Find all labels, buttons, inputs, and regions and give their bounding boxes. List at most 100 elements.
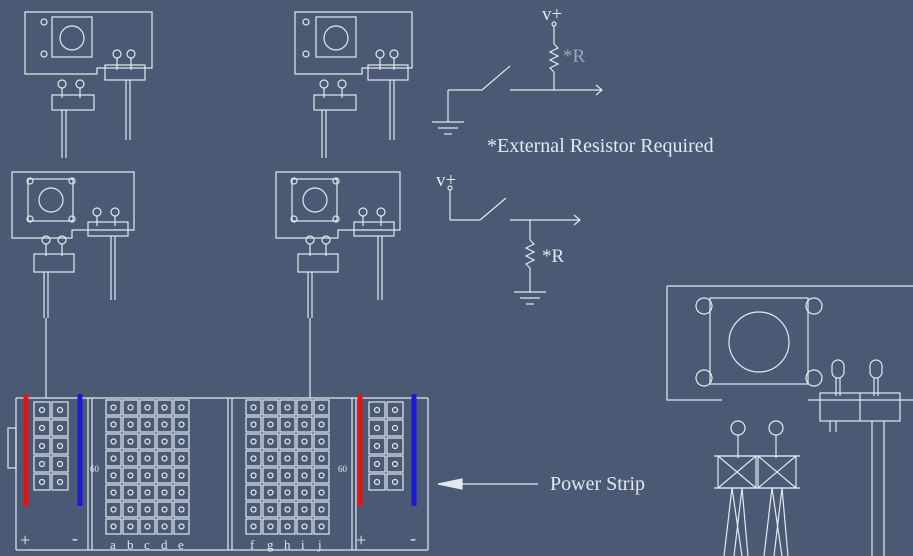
breadboard-hole	[173, 416, 190, 433]
breadboard-hole-contact	[110, 455, 117, 462]
breadboard-hole-contact	[284, 523, 291, 530]
breadboard-hole	[105, 484, 122, 501]
breadboard-hole-contact	[161, 472, 168, 479]
breadboard-hole	[296, 399, 313, 416]
breadboard-hole-contact	[318, 455, 325, 462]
breadboard-hole	[279, 416, 296, 433]
breadboard-hole-contact	[373, 460, 381, 468]
breadboard-hole-contact	[178, 489, 185, 496]
top-resistor-label: *R	[563, 46, 586, 67]
rail-minus-left: -	[72, 528, 78, 548]
breadboard-hole	[245, 433, 262, 450]
breadboard-hole-contact	[110, 523, 117, 530]
breadboard-hole	[173, 399, 190, 416]
breadboard-hole	[105, 399, 122, 416]
breadboard-hole-contact	[127, 404, 134, 411]
breadboard-hole-contact	[161, 438, 168, 445]
breadboard-hole	[122, 416, 139, 433]
terminal-strip-f-j	[245, 399, 330, 535]
breadboard-hole-contact	[161, 523, 168, 530]
breadboard-hole	[156, 433, 173, 450]
breadboard-hole	[139, 467, 156, 484]
breadboard-hole-contact	[56, 478, 64, 486]
breadboard-hole	[313, 416, 330, 433]
rail-plus-right: +	[356, 530, 366, 550]
breadboard-hole-contact	[301, 489, 308, 496]
breadboard-hole	[105, 518, 122, 535]
breadboard-hole	[245, 450, 262, 467]
breadboard-hole-contact	[373, 424, 381, 432]
breadboard-hole	[313, 467, 330, 484]
breadboard-hole	[122, 467, 139, 484]
breadboard-hole-contact	[301, 472, 308, 479]
breadboard-hole-contact	[301, 455, 308, 462]
breadboard-hole	[122, 501, 139, 518]
breadboard-hole-contact	[318, 421, 325, 428]
column-letter-c: c	[144, 537, 150, 552]
breadboard-hole-contact	[178, 506, 185, 513]
breadboard-hole-contact	[284, 506, 291, 513]
breadboard-hole	[139, 518, 156, 535]
breadboard-hole	[313, 501, 330, 518]
breadboard-hole-contact	[144, 489, 151, 496]
breadboard-hole-contact	[267, 438, 274, 445]
breadboard-hole	[313, 433, 330, 450]
breadboard-hole	[279, 467, 296, 484]
breadboard-hole-contact	[161, 404, 168, 411]
breadboard-hole	[262, 433, 279, 450]
breadboard-hole	[296, 484, 313, 501]
breadboard-hole-contact	[110, 489, 117, 496]
rail-minus-right: -	[410, 528, 416, 548]
breadboard-hole	[33, 401, 51, 419]
breadboard-hole-contact	[161, 421, 168, 428]
breadboard-hole	[313, 484, 330, 501]
breadboard-hole-contact	[391, 460, 399, 468]
breadboard-hole	[296, 450, 313, 467]
breadboard-hole-contact	[250, 472, 257, 479]
breadboard-hole-contact	[267, 523, 274, 530]
breadboard-hole	[173, 450, 190, 467]
breadboard-hole-contact	[178, 438, 185, 445]
button-footprint-middle-left	[11, 171, 135, 318]
power-strip-arrow	[437, 478, 538, 490]
breadboard-hole-contact	[144, 421, 151, 428]
breadboard-hole	[296, 501, 313, 518]
breadboard-hole-contact	[250, 489, 257, 496]
breadboard-hole	[156, 450, 173, 467]
breadboard-hole	[386, 473, 404, 491]
breadboard-hole	[262, 484, 279, 501]
breadboard-hole	[33, 455, 51, 473]
breadboard-hole	[105, 501, 122, 518]
row-number-right: 60	[338, 464, 348, 474]
breadboard-hole-contact	[318, 506, 325, 513]
top-supply-label: v+	[542, 4, 562, 25]
breadboard-hole	[51, 455, 69, 473]
bottom-resistor-label: *R	[542, 246, 565, 267]
breadboard-hole	[262, 399, 279, 416]
breadboard-hole	[33, 437, 51, 455]
breadboard-hole	[173, 501, 190, 518]
breadboard-hole	[105, 433, 122, 450]
button-footprint-middle	[275, 171, 401, 318]
breadboard-hole	[245, 416, 262, 433]
column-letter-g: g	[267, 537, 274, 552]
breadboard-hole	[156, 484, 173, 501]
breadboard-hole-contact	[318, 438, 325, 445]
breadboard-hole-contact	[56, 460, 64, 468]
breadboard-hole	[386, 419, 404, 437]
breadboard-hole-contact	[391, 442, 399, 450]
breadboard-hole-contact	[373, 406, 381, 414]
breadboard-hole-contact	[144, 472, 151, 479]
breadboard-hole	[122, 433, 139, 450]
breadboard-hole-contact	[38, 460, 46, 468]
breadboard-hole-contact	[38, 424, 46, 432]
breadboard-hole	[51, 437, 69, 455]
breadboard-hole	[245, 501, 262, 518]
breadboard-hole-contact	[38, 478, 46, 486]
breadboard-hole-contact	[301, 404, 308, 411]
power-rail-left-holes	[33, 401, 69, 491]
breadboard-hole	[279, 399, 296, 416]
breadboard-hole	[262, 467, 279, 484]
button-footprint-large	[666, 285, 913, 556]
breadboard-hole-contact	[373, 442, 381, 450]
